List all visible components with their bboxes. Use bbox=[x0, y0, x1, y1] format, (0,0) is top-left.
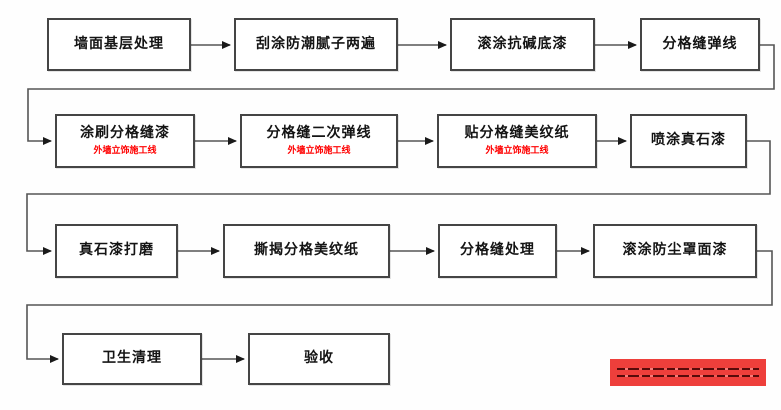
step-apply-grid-masking-tape: 贴分格缝美纹纸 外墙立饰施工线 bbox=[437, 114, 597, 168]
step-roll-antialkali-primer: 滚涂抗碱底漆 bbox=[450, 18, 595, 71]
step-roll-dustproof-topcoat: 滚涂防尘罩面漆 bbox=[593, 224, 757, 278]
step-label: 喷涂真石漆 bbox=[651, 132, 726, 149]
red-watermark-text: 外墙立饰施工线 bbox=[485, 145, 549, 156]
step-label: 墙面基层处理 bbox=[74, 35, 164, 52]
badge-text-line bbox=[617, 375, 759, 377]
step-acceptance: 验收 bbox=[248, 333, 390, 385]
red-watermark-text: 外墙立饰施工线 bbox=[93, 145, 157, 156]
step-remove-grid-masking-tape: 撕揭分格美纹纸 bbox=[223, 224, 390, 278]
step-label: 滚涂抗碱底漆 bbox=[477, 35, 568, 52]
step-label: 分格缝二次弹线 bbox=[266, 125, 372, 142]
step-grid-joint-treatment: 分格缝处理 bbox=[438, 224, 557, 278]
red-watermark-badge bbox=[610, 359, 766, 386]
step-moistureproof-putty-two-coats: 刮涂防潮腻子两遍 bbox=[234, 18, 398, 71]
step-label: 分格缝处理 bbox=[460, 242, 535, 259]
step-label: 分格缝弹线 bbox=[662, 35, 738, 52]
step-label: 验收 bbox=[304, 350, 334, 367]
step-label: 刮涂防潮腻子两遍 bbox=[256, 35, 376, 52]
step-grid-joint-second-snap-line: 分格缝二次弹线 外墙立饰施工线 bbox=[240, 114, 398, 168]
badge-text-line bbox=[617, 368, 759, 370]
step-spray-real-stone-paint: 喷涂真石漆 bbox=[630, 114, 747, 168]
step-label: 贴分格缝美纹纸 bbox=[464, 125, 570, 142]
step-paint-grid-joint: 涂刷分格缝漆 外墙立饰施工线 bbox=[55, 114, 195, 168]
step-label: 撕揭分格美纹纸 bbox=[254, 242, 359, 259]
step-label: 涂刷分格缝漆 bbox=[80, 125, 170, 142]
step-label: 卫生清理 bbox=[102, 350, 162, 367]
step-label: 真石漆打磨 bbox=[79, 242, 154, 259]
step-label: 滚涂防尘罩面漆 bbox=[622, 242, 728, 259]
step-stone-paint-sanding: 真石漆打磨 bbox=[55, 224, 178, 278]
step-cleaning: 卫生清理 bbox=[62, 333, 202, 385]
step-grid-joint-snap-line: 分格缝弹线 bbox=[640, 18, 760, 71]
red-watermark-text: 外墙立饰施工线 bbox=[287, 145, 351, 156]
step-wall-base-treatment: 墙面基层处理 bbox=[47, 18, 191, 71]
